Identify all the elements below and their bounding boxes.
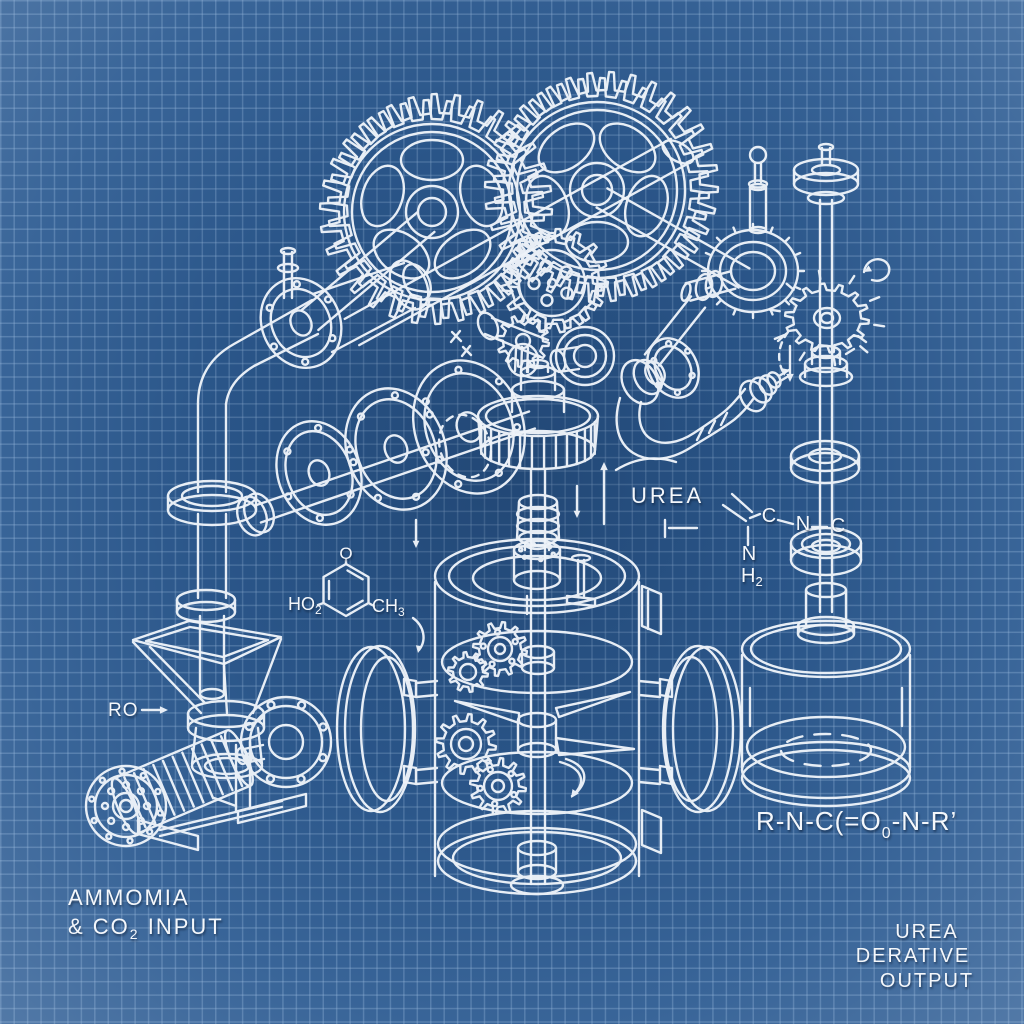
ring-left-group: HO2	[288, 594, 322, 617]
output-label-line1: UREA	[895, 921, 959, 943]
output-drum	[740, 619, 912, 808]
gear-train	[300, 70, 806, 413]
ring-right-group: CH3	[372, 596, 405, 619]
frag-c1: C	[762, 505, 776, 527]
right-column-assembly	[747, 142, 891, 645]
formula-label: R-N-C(=O0-N-R’	[756, 806, 957, 842]
mixing-vessel	[402, 537, 674, 896]
hopper-pump-assembly	[84, 619, 333, 852]
frag-h2: H2	[741, 565, 763, 589]
frag-n2: N	[742, 543, 756, 565]
frag-c2: C	[831, 515, 845, 537]
output-label-line2: DERATIVE	[856, 945, 971, 967]
input-label-line2: & CO2 INPUT	[68, 914, 224, 942]
ro-label: RO	[108, 700, 139, 721]
urea-label: UREA	[631, 483, 704, 508]
output-label-line3: OUTPUT	[880, 970, 974, 992]
input-label-line1: AMMOMIA	[68, 885, 190, 910]
ring-top-atom: O	[339, 544, 352, 563]
labels: UREA RO AMMOMIA & CO2 INPUT R-N-C(=O0-N-…	[68, 483, 974, 992]
frag-n1: N	[796, 513, 810, 535]
coupling-disc-train	[235, 359, 537, 537]
flow-arrows	[140, 457, 699, 714]
side-discs	[335, 644, 743, 814]
chemical-structures	[316, 492, 829, 618]
